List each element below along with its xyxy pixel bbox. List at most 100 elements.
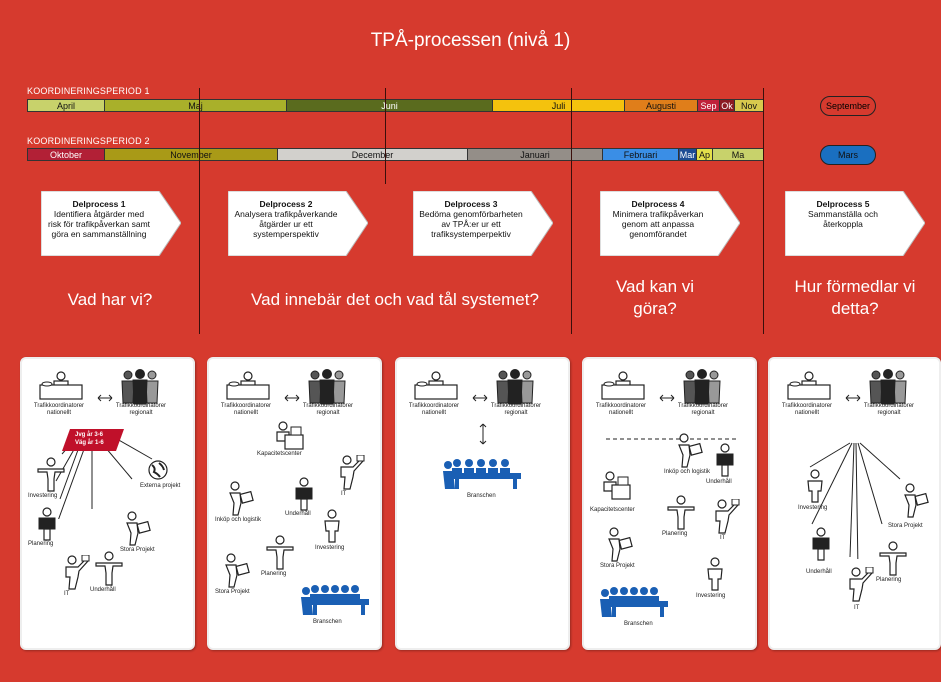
panel1-underhall-label: Underhåll (90, 587, 116, 593)
panel5-underhall-label: Underhåll (806, 569, 832, 575)
panel4-stora-icon (604, 527, 634, 568)
panel5-investering-label: Investering (798, 505, 828, 511)
panel5-underhall-icon (810, 527, 832, 566)
period1-month-4: Augusti (625, 100, 698, 111)
question-4: Hur förmedlar vi detta? (794, 277, 916, 318)
delprocess-2-text: Analysera trafikpåverkande åtgärder ur e… (234, 209, 338, 239)
delprocess-1-title: Delprocess 1 (72, 199, 126, 209)
period2-month-2: December (278, 149, 468, 160)
panel2-it-icon (335, 454, 365, 496)
question-3: Vad kan vi göra? (615, 277, 695, 318)
question-2: Vad innebär det och vad tål systemet? (251, 290, 539, 309)
panel2-tk-regionalt: Trafikkoordinatorer regionalt (302, 403, 354, 416)
period2-label: KOORDINERINGSPERIOD 2 (27, 136, 150, 146)
period1-end-pill-label: September (825, 101, 871, 111)
panel2-stora-label: Stora Projekt (215, 589, 250, 595)
panel2-branschen-label: Branschen (313, 619, 342, 625)
question-1: Vad har vi? (67, 290, 153, 309)
panel3-double-arrow-icon (472, 389, 488, 407)
panel2-planering-label: Planering (261, 571, 287, 577)
panel1-plan-shape (62, 429, 124, 456)
panel-delprocess-4: Trafikkoordinatorer nationellt Trafikkoor… (582, 357, 757, 650)
panel2-desk-icon (225, 371, 271, 406)
panel5-planering-label: Planering (876, 577, 902, 583)
panel2-investering-icon (321, 509, 343, 548)
panel1-globe-icon (147, 459, 169, 486)
panel3-group-icon (495, 369, 535, 410)
period2-month-6: Ap (697, 149, 713, 160)
panel2-branschen-icon (301, 581, 371, 620)
panel5-tk-regionalt: Trafikkoordinatorer regionalt (863, 403, 915, 416)
panel4-kapacitet-label: Kapacitetscenter (590, 507, 635, 513)
panel3-branschen-label: Branschen (467, 493, 496, 499)
period1-month-0: April (28, 100, 105, 111)
panel1-desk-icon (38, 371, 84, 406)
panel4-branschen-icon (600, 583, 670, 622)
panel2-planering-icon (265, 535, 295, 576)
panel1-group-icon (120, 369, 160, 410)
panel4-desk-icon (600, 371, 646, 406)
period1-month-5: Sep (698, 100, 720, 111)
panel2-tk-nationellt: Trafikkoordinatorer nationellt (220, 403, 272, 416)
panel1-it-icon (60, 554, 90, 596)
panel4-group-icon (682, 369, 722, 410)
panel1-plan-line1: Jvg år 3-6 (75, 432, 104, 438)
separator-line-1 (199, 88, 200, 334)
period1-end-pill: September (820, 96, 876, 116)
panel2-kapacitet-icon (271, 421, 305, 456)
panel2-double-arrow-icon (284, 389, 300, 407)
panel2-inkop-icon (225, 481, 255, 522)
panel5-it-icon (844, 566, 874, 608)
panel1-externa-label: Externa projekt (140, 483, 181, 489)
panel1-underhall-icon (94, 551, 124, 592)
panel2-it-label: IT (341, 491, 347, 497)
period2-month-5: Mar (679, 149, 697, 160)
panel1-tk-regionalt: Trafikkoordinatorer regionalt (115, 403, 167, 416)
panel4-branschen-label: Branschen (624, 621, 653, 627)
period1-month-6: Ok (720, 100, 735, 111)
panel1-stora-label: Stora Projekt (120, 547, 155, 553)
period2-end-pill-label: Mars (838, 150, 858, 160)
period2-month-1: November (105, 149, 278, 160)
delprocess-5-text: Sammanställa och återkoppla (808, 209, 878, 229)
panel-delprocess-2: Trafikkoordinatorer nationellt Trafikkoor… (207, 357, 382, 650)
panel4-investering-label: Investering (696, 593, 726, 599)
delprocess-4-text: Minimera trafikpåverkan genom att anpass… (612, 209, 704, 239)
period1-month-1: Maj (105, 100, 287, 111)
panel2-kapacitet-label: Kapacitetscenter (257, 451, 302, 457)
panel4-tk-nationellt: Trafikkoordinatorer nationellt (595, 403, 647, 416)
panel3-tk-nationellt: Trafikkoordinatorer nationellt (408, 403, 460, 416)
panel1-investering-label: Investering (28, 493, 58, 499)
panel4-double-arrow-icon (659, 389, 675, 407)
period1-month-3: Juli (493, 100, 625, 111)
panel2-group-icon (307, 369, 347, 410)
period1-month-2: Juni (287, 100, 493, 111)
period2-month-4: Februari (603, 149, 679, 160)
panel4-tk-regionalt: Trafikkoordinatorer regionalt (677, 403, 729, 416)
delprocess-2-title: Delprocess 2 (259, 199, 313, 209)
separator-line-3 (571, 88, 572, 334)
delprocess-4-title: Delprocess 4 (631, 199, 685, 209)
panel5-desk-icon (786, 371, 832, 406)
delprocess-1-text: Identifiera åtgärder med risk för trafik… (47, 209, 151, 239)
panel2-underhall-label: Underhåll (285, 511, 311, 517)
panel5-stora-icon (900, 483, 930, 524)
diagram-title: TPÅ-processen (nivå 1) (370, 30, 571, 51)
panel1-it-label: IT (64, 591, 70, 597)
delprocess-5-title: Delprocess 5 (816, 199, 870, 209)
panel5-investering-icon (804, 469, 826, 508)
panel4-planering-label: Planering (662, 531, 688, 537)
panel4-investering-icon (704, 557, 726, 596)
panel5-stora-label: Stora Projekt (888, 523, 923, 529)
panel1-investering-icon (36, 457, 66, 498)
panel4-inkop-label: Inköp och logistik (664, 469, 711, 475)
